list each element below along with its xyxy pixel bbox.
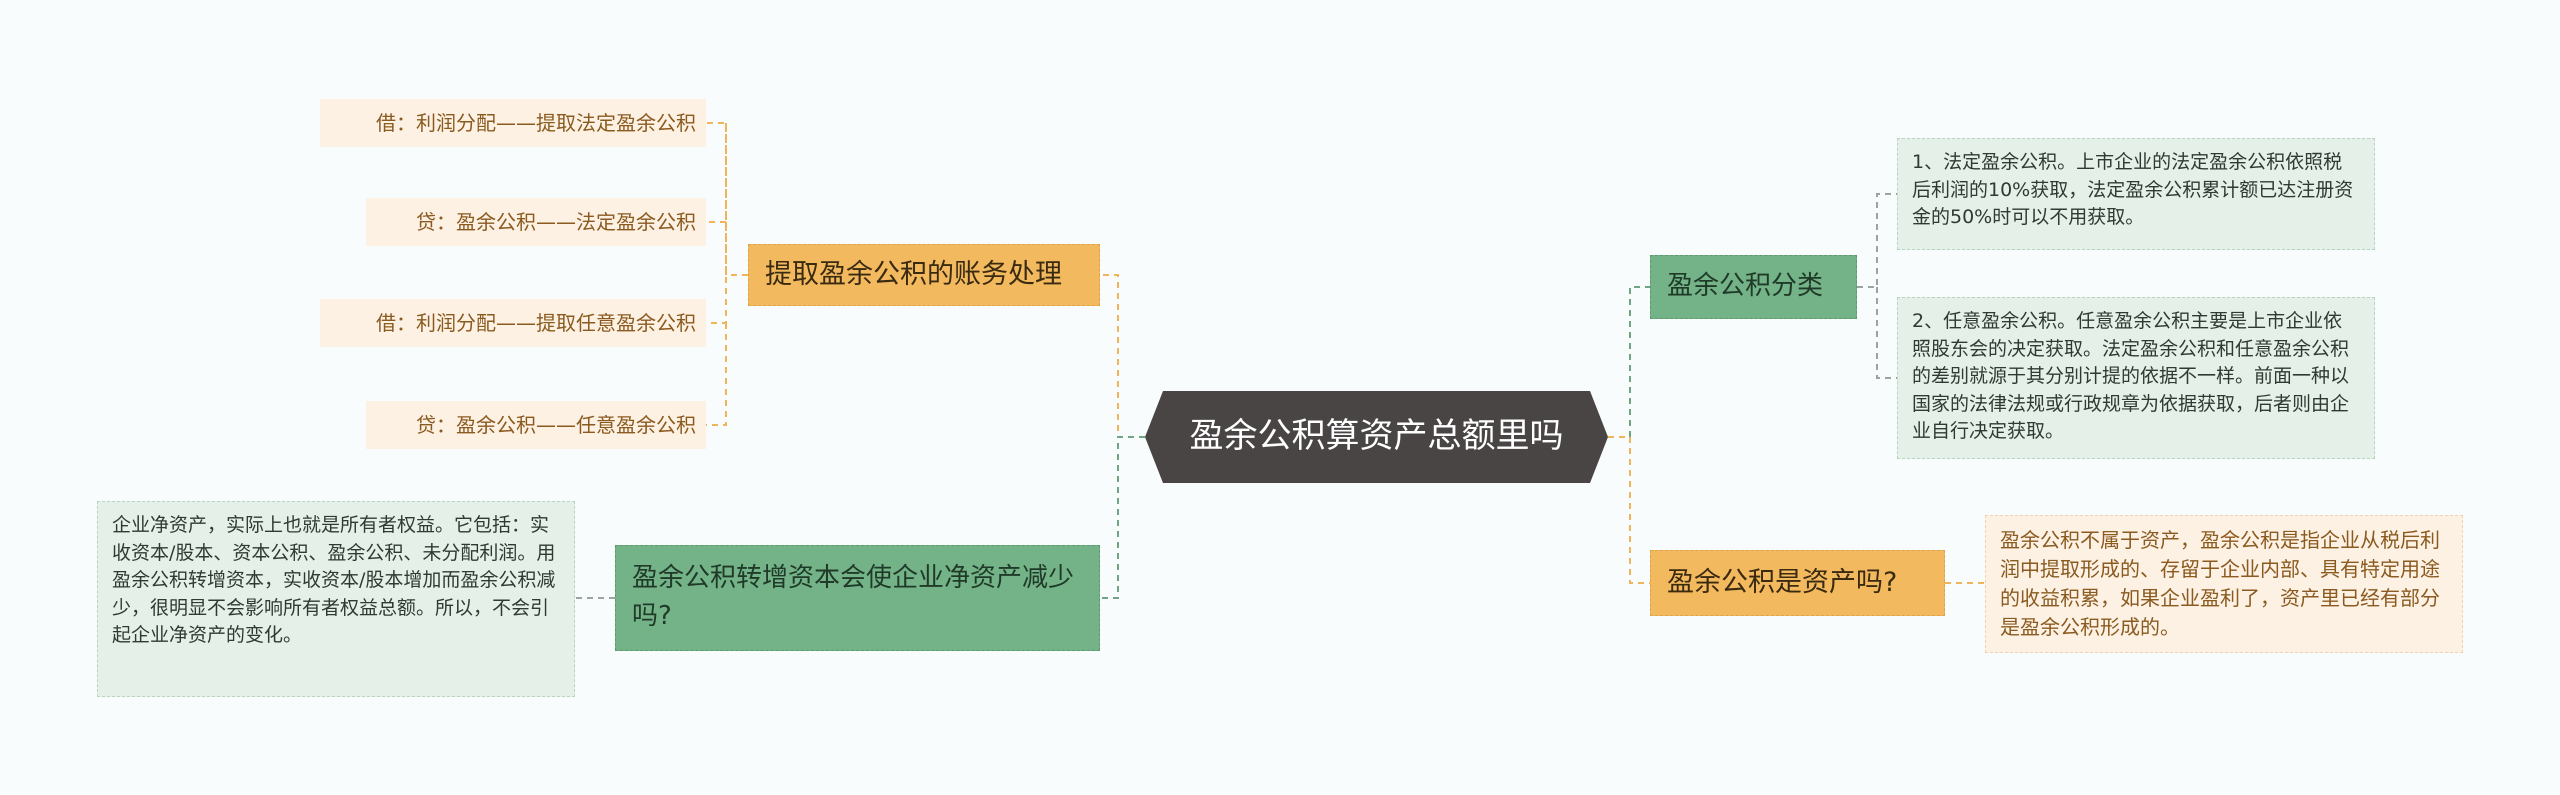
link-root-accounting bbox=[1100, 274, 1145, 438]
topic-accounting-label: 提取盈余公积的账务处理 bbox=[765, 259, 1062, 291]
topic-categories-label: 盈余公积分类 bbox=[1667, 271, 1824, 302]
entry-item-label: 贷：盈余公积——法定盈余公积 bbox=[416, 209, 696, 234]
root-topic[interactable]: 盈余公积算资产总额里吗 bbox=[1145, 391, 1608, 483]
entry-item[interactable]: 借：利润分配——提取法定盈余公积 bbox=[320, 99, 706, 147]
asset-answer-note[interactable]: 盈余公积不属于资产，盈余公积是指企业从税后利润中提取形成的、存留于企业内部、具有… bbox=[1985, 515, 2463, 653]
link-root-asset bbox=[1608, 436, 1650, 584]
topic-asset-label: 盈余公积是资产吗? bbox=[1667, 567, 1898, 599]
entry-item-label: 贷：盈余公积——任意盈余公积 bbox=[416, 412, 696, 437]
entry-item[interactable]: 贷：盈余公积——任意盈余公积 bbox=[366, 401, 706, 449]
category-item[interactable]: 1、法定盈余公积。上市企业的法定盈余公积依照税后利润的10%获取，法定盈余公积累… bbox=[1897, 138, 2375, 250]
link-root-categories bbox=[1608, 286, 1650, 438]
capital-answer-text: 企业净资产，实际上也就是所有者权益。它包括：实收资本/股本、资本公积、盈余公积、… bbox=[112, 514, 556, 647]
category-item[interactable]: 2、任意盈余公积。任意盈余公积主要是上市企业依照股东会的决定获取。法定盈余公积和… bbox=[1897, 297, 2375, 459]
capital-answer-note[interactable]: 企业净资产，实际上也就是所有者权益。它包括：实收资本/股本、资本公积、盈余公积、… bbox=[97, 501, 575, 697]
entry-item-label: 借：利润分配——提取任意盈余公积 bbox=[376, 310, 696, 335]
asset-answer-text: 盈余公积不属于资产，盈余公积是指企业从税后利润中提取形成的、存留于企业内部、具有… bbox=[2000, 528, 2440, 639]
entry-item[interactable]: 贷：盈余公积——法定盈余公积 bbox=[366, 198, 706, 246]
entry-item-label: 借：利润分配——提取法定盈余公积 bbox=[376, 110, 696, 135]
topic-asset[interactable]: 盈余公积是资产吗? bbox=[1650, 550, 1945, 616]
root-topic-label: 盈余公积算资产总额里吗 bbox=[1189, 416, 1564, 457]
topic-capital-label: 盈余公积转增资本会使企业净资产减少吗? bbox=[632, 563, 1075, 631]
link-categories-items bbox=[1857, 193, 1897, 379]
entry-item[interactable]: 借：利润分配——提取任意盈余公积 bbox=[320, 299, 706, 347]
category-item-text: 2、任意盈余公积。任意盈余公积主要是上市企业依照股东会的决定获取。法定盈余公积和… bbox=[1912, 310, 2350, 443]
topic-accounting[interactable]: 提取盈余公积的账务处理 bbox=[748, 244, 1100, 306]
topic-categories[interactable]: 盈余公积分类 bbox=[1650, 255, 1857, 319]
topic-capital[interactable]: 盈余公积转增资本会使企业净资产减少吗? bbox=[615, 545, 1100, 651]
link-root-capital bbox=[1100, 436, 1145, 599]
link-accounting-entries bbox=[706, 122, 748, 426]
category-item-text: 1、法定盈余公积。上市企业的法定盈余公积依照税后利润的10%获取，法定盈余公积累… bbox=[1912, 151, 2354, 229]
